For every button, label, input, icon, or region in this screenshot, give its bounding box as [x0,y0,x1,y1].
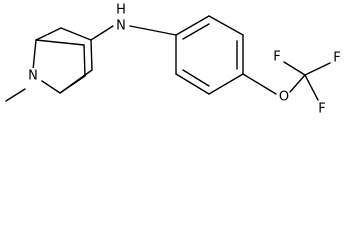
ring-bond-2 [208,15,244,36]
fluorine-1-label: F [273,50,280,65]
bond-c3-c-lower [90,39,93,71]
bond-c-bridge-b [59,75,86,94]
fluorine-2-label: F [333,51,340,66]
atom-fluorines: F F F [273,50,340,117]
bond-c3-nh [90,25,114,41]
atom-bridge-n: N [26,68,40,84]
bond-c-f3 [304,74,319,101]
ring-bond-4 [208,73,244,95]
atom-amine-nh: H N [116,3,126,34]
bond-methyl-n [5,88,26,102]
ring-bond-1 [175,15,210,36]
atom-ether-o: O [279,90,289,105]
bridge-nitrogen-label: N [28,69,38,84]
bond-c-f2 [304,62,331,76]
bond-n-bridgehead-upper [32,39,37,71]
amine-nitrogen-label: N [116,19,126,34]
bond-bh-upper-c-b [35,39,85,46]
bond-c-f1 [283,61,306,76]
ring-bond-5 [175,73,210,95]
bond-c-bridge-a [83,44,86,77]
bond-n-bridgehead-lower [41,80,61,94]
bicyclic-ring [5,27,93,102]
bond-c-top-c3 [60,27,92,41]
chemical-structure: N H N O F F F [5,3,341,117]
bond-bh-upper-c-a [35,27,62,41]
ring-double-bond-c [182,69,210,87]
amine-hydrogen-label: H [116,3,126,18]
bond-nh-aryl [129,25,177,36]
fluorine-3-label: F [318,102,325,117]
bond-aryl-o [242,73,277,95]
bond-o-cf3 [289,74,306,93]
benzene-ring [175,15,244,95]
ring-double-bond-a [182,23,210,40]
ether-oxygen-label: O [279,90,289,105]
